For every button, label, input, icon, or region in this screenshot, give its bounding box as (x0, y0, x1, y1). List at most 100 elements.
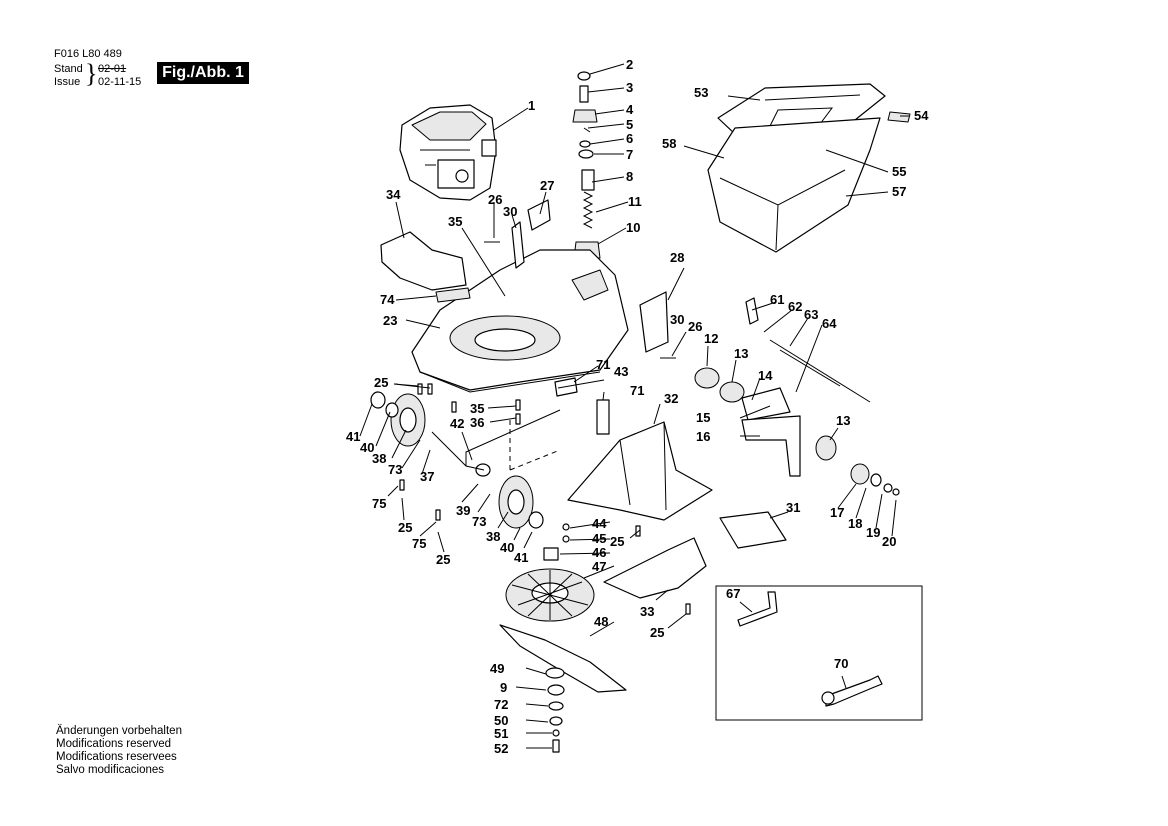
part-47-label: 47 (592, 559, 606, 574)
document-number: F016 L80 489 (54, 48, 122, 60)
part-25b-label: 25 (398, 520, 412, 535)
footer-line: Salvo modificaciones (56, 764, 165, 776)
part-48-label: 48 (594, 614, 608, 629)
engine-drawing (399, 104, 497, 201)
mulch-plug-drawing (603, 511, 787, 599)
part-6-label: 6 (626, 131, 633, 146)
part-12-label: 12 (704, 331, 718, 346)
part-46-label: 46 (592, 545, 606, 560)
part-73a-label: 73 (388, 462, 402, 477)
part-62-label: 62 (788, 299, 802, 314)
part-28-label: 28 (670, 250, 684, 265)
left-front-wheel-drawing (370, 391, 426, 447)
fan-drawing (505, 523, 595, 622)
part-31-label: 31 (786, 500, 800, 515)
issue-date: 02-11-15 (98, 76, 142, 88)
part-49-label: 49 (490, 661, 504, 676)
part-30-label: 30 (503, 204, 517, 219)
part-64-label: 64 (822, 316, 837, 331)
part-15-label: 15 (696, 410, 710, 425)
shaft-assembly-drawing (572, 71, 601, 259)
side-cover-drawing (380, 231, 471, 303)
part-38b-label: 38 (486, 529, 500, 544)
part-25e-label: 25 (650, 625, 664, 640)
grass-catcher-drawing (707, 83, 911, 253)
part-11-label: 11 (628, 194, 642, 209)
part-41a-label: 41 (346, 429, 360, 444)
part-52-label: 52 (494, 741, 508, 756)
stand-label: Stand (54, 63, 83, 75)
part-27-label: 27 (540, 178, 554, 193)
footer-line: Änderungen vorbehalten (56, 725, 182, 737)
part-10-label: 10 (626, 220, 640, 235)
part-37-label: 37 (420, 469, 434, 484)
accessory-inset-frame (715, 585, 923, 721)
figure-badge: Fig./Abb. 1 (157, 62, 249, 84)
deck-housing-drawing (411, 249, 629, 393)
part-16-label: 16 (696, 429, 710, 444)
blade-drawing (499, 624, 627, 693)
part-50-label: 50 (494, 713, 508, 728)
part-34-label: 34 (386, 187, 401, 202)
hex-key-drawing (737, 591, 778, 627)
wrench-drawing (821, 675, 883, 707)
part-73b-label: 73 (472, 514, 486, 529)
part-75a-label: 75 (372, 496, 386, 511)
part-32-label: 32 (664, 391, 678, 406)
rear-axle-assembly-drawing (694, 297, 900, 496)
axle-rod-drawing (431, 409, 561, 471)
part-4-label: 4 (626, 102, 634, 117)
left-rear-wheel-drawing (475, 463, 544, 529)
part-26-label: 26 (488, 192, 502, 207)
part-9-label: 9 (500, 680, 507, 695)
part-30b-label: 30 (670, 312, 684, 327)
discharge-guard-drawing (567, 421, 713, 521)
part-36-label: 36 (470, 415, 484, 430)
part-61-label: 61 (770, 292, 784, 307)
part-70-label: 70 (834, 656, 848, 671)
footer-line: Modifications reservees (56, 751, 177, 763)
blade-hardware-drawing (545, 667, 565, 753)
part-2-label: 2 (626, 57, 633, 72)
leader-lines (359, 63, 910, 749)
part-54-label: 54 (914, 108, 929, 123)
part-25a-label: 25 (374, 375, 388, 390)
part-40a-label: 40 (360, 440, 374, 455)
part-75b-label: 75 (412, 536, 426, 551)
part-25d-label: 25 (610, 534, 624, 549)
issue-label: Issue (54, 76, 81, 88)
part-67-label: 67 (726, 586, 740, 601)
part-38a-label: 38 (372, 451, 386, 466)
plate-drawing (554, 377, 610, 435)
part-43-label: 43 (614, 364, 628, 379)
part-7-label: 7 (626, 147, 633, 162)
brace-glyph: } (85, 59, 98, 88)
part-13b-label: 13 (836, 413, 850, 428)
part-42-label: 42 (450, 416, 464, 431)
part-19-label: 19 (866, 525, 880, 540)
part-13a-label: 13 (734, 346, 748, 361)
part-51-label: 51 (494, 726, 508, 741)
part-35-label: 35 (448, 214, 462, 229)
part-58-label: 58 (662, 136, 676, 151)
part-3-label: 3 (626, 80, 633, 95)
footer-notice: Änderungen vorbehalten Modifications res… (56, 725, 182, 777)
part-71b-label: 71 (630, 383, 644, 398)
part-74-label: 74 (380, 292, 395, 307)
part-41b-label: 41 (514, 550, 528, 565)
part-39-label: 39 (456, 503, 470, 518)
footer-line: Modifications reserved (56, 738, 172, 750)
part-55-label: 55 (892, 164, 906, 179)
part-14-label: 14 (758, 368, 773, 383)
part-25c-label: 25 (436, 552, 450, 567)
part-45-label: 45 (592, 531, 606, 546)
stand-date: 02-01 (98, 63, 127, 75)
part-63-label: 63 (804, 307, 818, 322)
part-71a-label: 71 (596, 357, 610, 372)
part-5-label: 5 (626, 117, 633, 132)
part-20-label: 20 (882, 534, 896, 549)
part-44-label: 44 (592, 516, 607, 531)
part-33-label: 33 (640, 604, 654, 619)
screw-drawings (399, 383, 691, 615)
